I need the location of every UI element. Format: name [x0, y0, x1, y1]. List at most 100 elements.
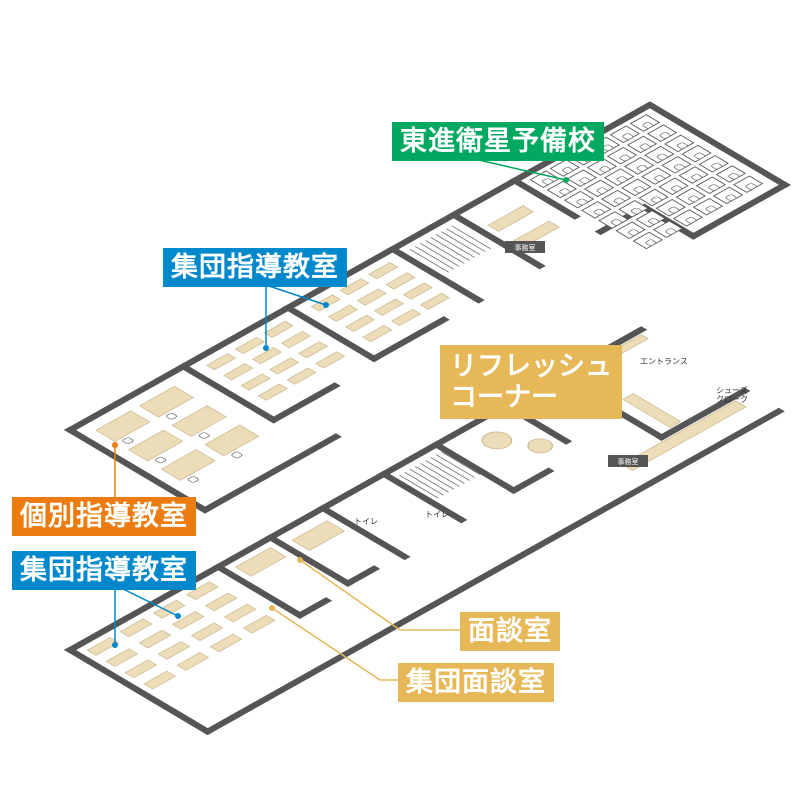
desk [257, 383, 288, 401]
desk [622, 393, 682, 428]
desk [621, 400, 747, 471]
desk [269, 357, 300, 375]
wall [367, 316, 450, 363]
stair-step [430, 457, 471, 481]
chair [725, 194, 737, 201]
chair [599, 166, 611, 173]
wall [507, 467, 555, 495]
wall [212, 563, 307, 619]
wall [63, 426, 212, 514]
group-classroom-upper-label: 集団指導教室 [163, 248, 347, 287]
chair [579, 177, 591, 184]
chair [542, 178, 554, 185]
desk [95, 410, 151, 442]
chair [668, 206, 680, 214]
wall [267, 382, 341, 424]
chair [642, 122, 654, 129]
round-table [527, 438, 554, 454]
chair [728, 173, 740, 180]
leader-line [265, 284, 327, 306]
stair-step [435, 454, 476, 478]
chair [645, 239, 657, 246]
desk [242, 615, 276, 634]
chair [593, 208, 605, 216]
desk [252, 347, 283, 365]
desk [204, 424, 260, 457]
chair [648, 218, 660, 225]
stair-step [440, 231, 481, 255]
leader-dot [563, 177, 569, 183]
stair-step [419, 463, 460, 487]
desk [206, 353, 237, 371]
chair [165, 413, 178, 420]
chair [656, 153, 668, 161]
stair-step [404, 471, 444, 496]
desk [356, 288, 387, 306]
group-classroom-lower-label: 集団指導教室 [12, 551, 196, 590]
leader-dot [269, 605, 275, 611]
leader-line [299, 559, 460, 631]
wall [655, 387, 751, 441]
desk [171, 611, 205, 630]
desk [385, 272, 416, 290]
chair [559, 188, 571, 195]
desk [124, 659, 158, 679]
refresh-corner-line-1: リフレッシュ [450, 351, 612, 382]
upper-floor [63, 101, 791, 514]
desk [171, 405, 227, 437]
leader-line [469, 157, 567, 181]
chair [691, 174, 703, 181]
wall [201, 407, 785, 736]
desk [160, 449, 216, 481]
office-lower-label: 事務室 [618, 457, 639, 466]
chair [693, 152, 706, 160]
desk [223, 363, 254, 381]
stair-step [414, 466, 455, 490]
toilet-label-1: トイレ [354, 517, 378, 526]
desk [176, 652, 210, 671]
chair [665, 228, 677, 235]
wall [386, 245, 485, 304]
chair [676, 142, 688, 149]
leader-dot [112, 442, 118, 448]
desk [138, 385, 195, 418]
chair [613, 197, 625, 205]
desk [105, 648, 139, 667]
desk [263, 320, 294, 338]
desk [487, 205, 535, 232]
stair-step [399, 474, 439, 499]
wall [316, 504, 411, 561]
leader-dot [263, 345, 269, 351]
desk [298, 341, 329, 359]
stair-step [451, 225, 491, 250]
chair [745, 183, 757, 190]
stair-step [430, 237, 471, 261]
wall [447, 211, 546, 270]
chair [659, 132, 671, 139]
desk [119, 618, 153, 638]
leader-line [271, 607, 398, 681]
desk [391, 308, 422, 326]
shoe-closet-label-2: クローク [716, 395, 748, 404]
chair [562, 167, 574, 174]
chair [155, 456, 167, 464]
interview-room-label: 面談室 [460, 612, 560, 651]
chair [633, 186, 645, 193]
leader-line [114, 584, 179, 617]
desk [234, 547, 287, 577]
stair-step [425, 460, 465, 484]
wall [281, 304, 381, 363]
desk [362, 324, 393, 343]
stair-step [409, 469, 450, 493]
chair [122, 437, 134, 444]
desk [291, 520, 345, 551]
desk [419, 292, 450, 310]
refresh-corner-label: リフレッシュ コーナー [440, 345, 622, 420]
chair [711, 162, 723, 170]
chair [602, 144, 614, 151]
chair [187, 476, 199, 483]
desk [345, 314, 376, 332]
desk [286, 367, 317, 385]
chair [636, 164, 648, 172]
